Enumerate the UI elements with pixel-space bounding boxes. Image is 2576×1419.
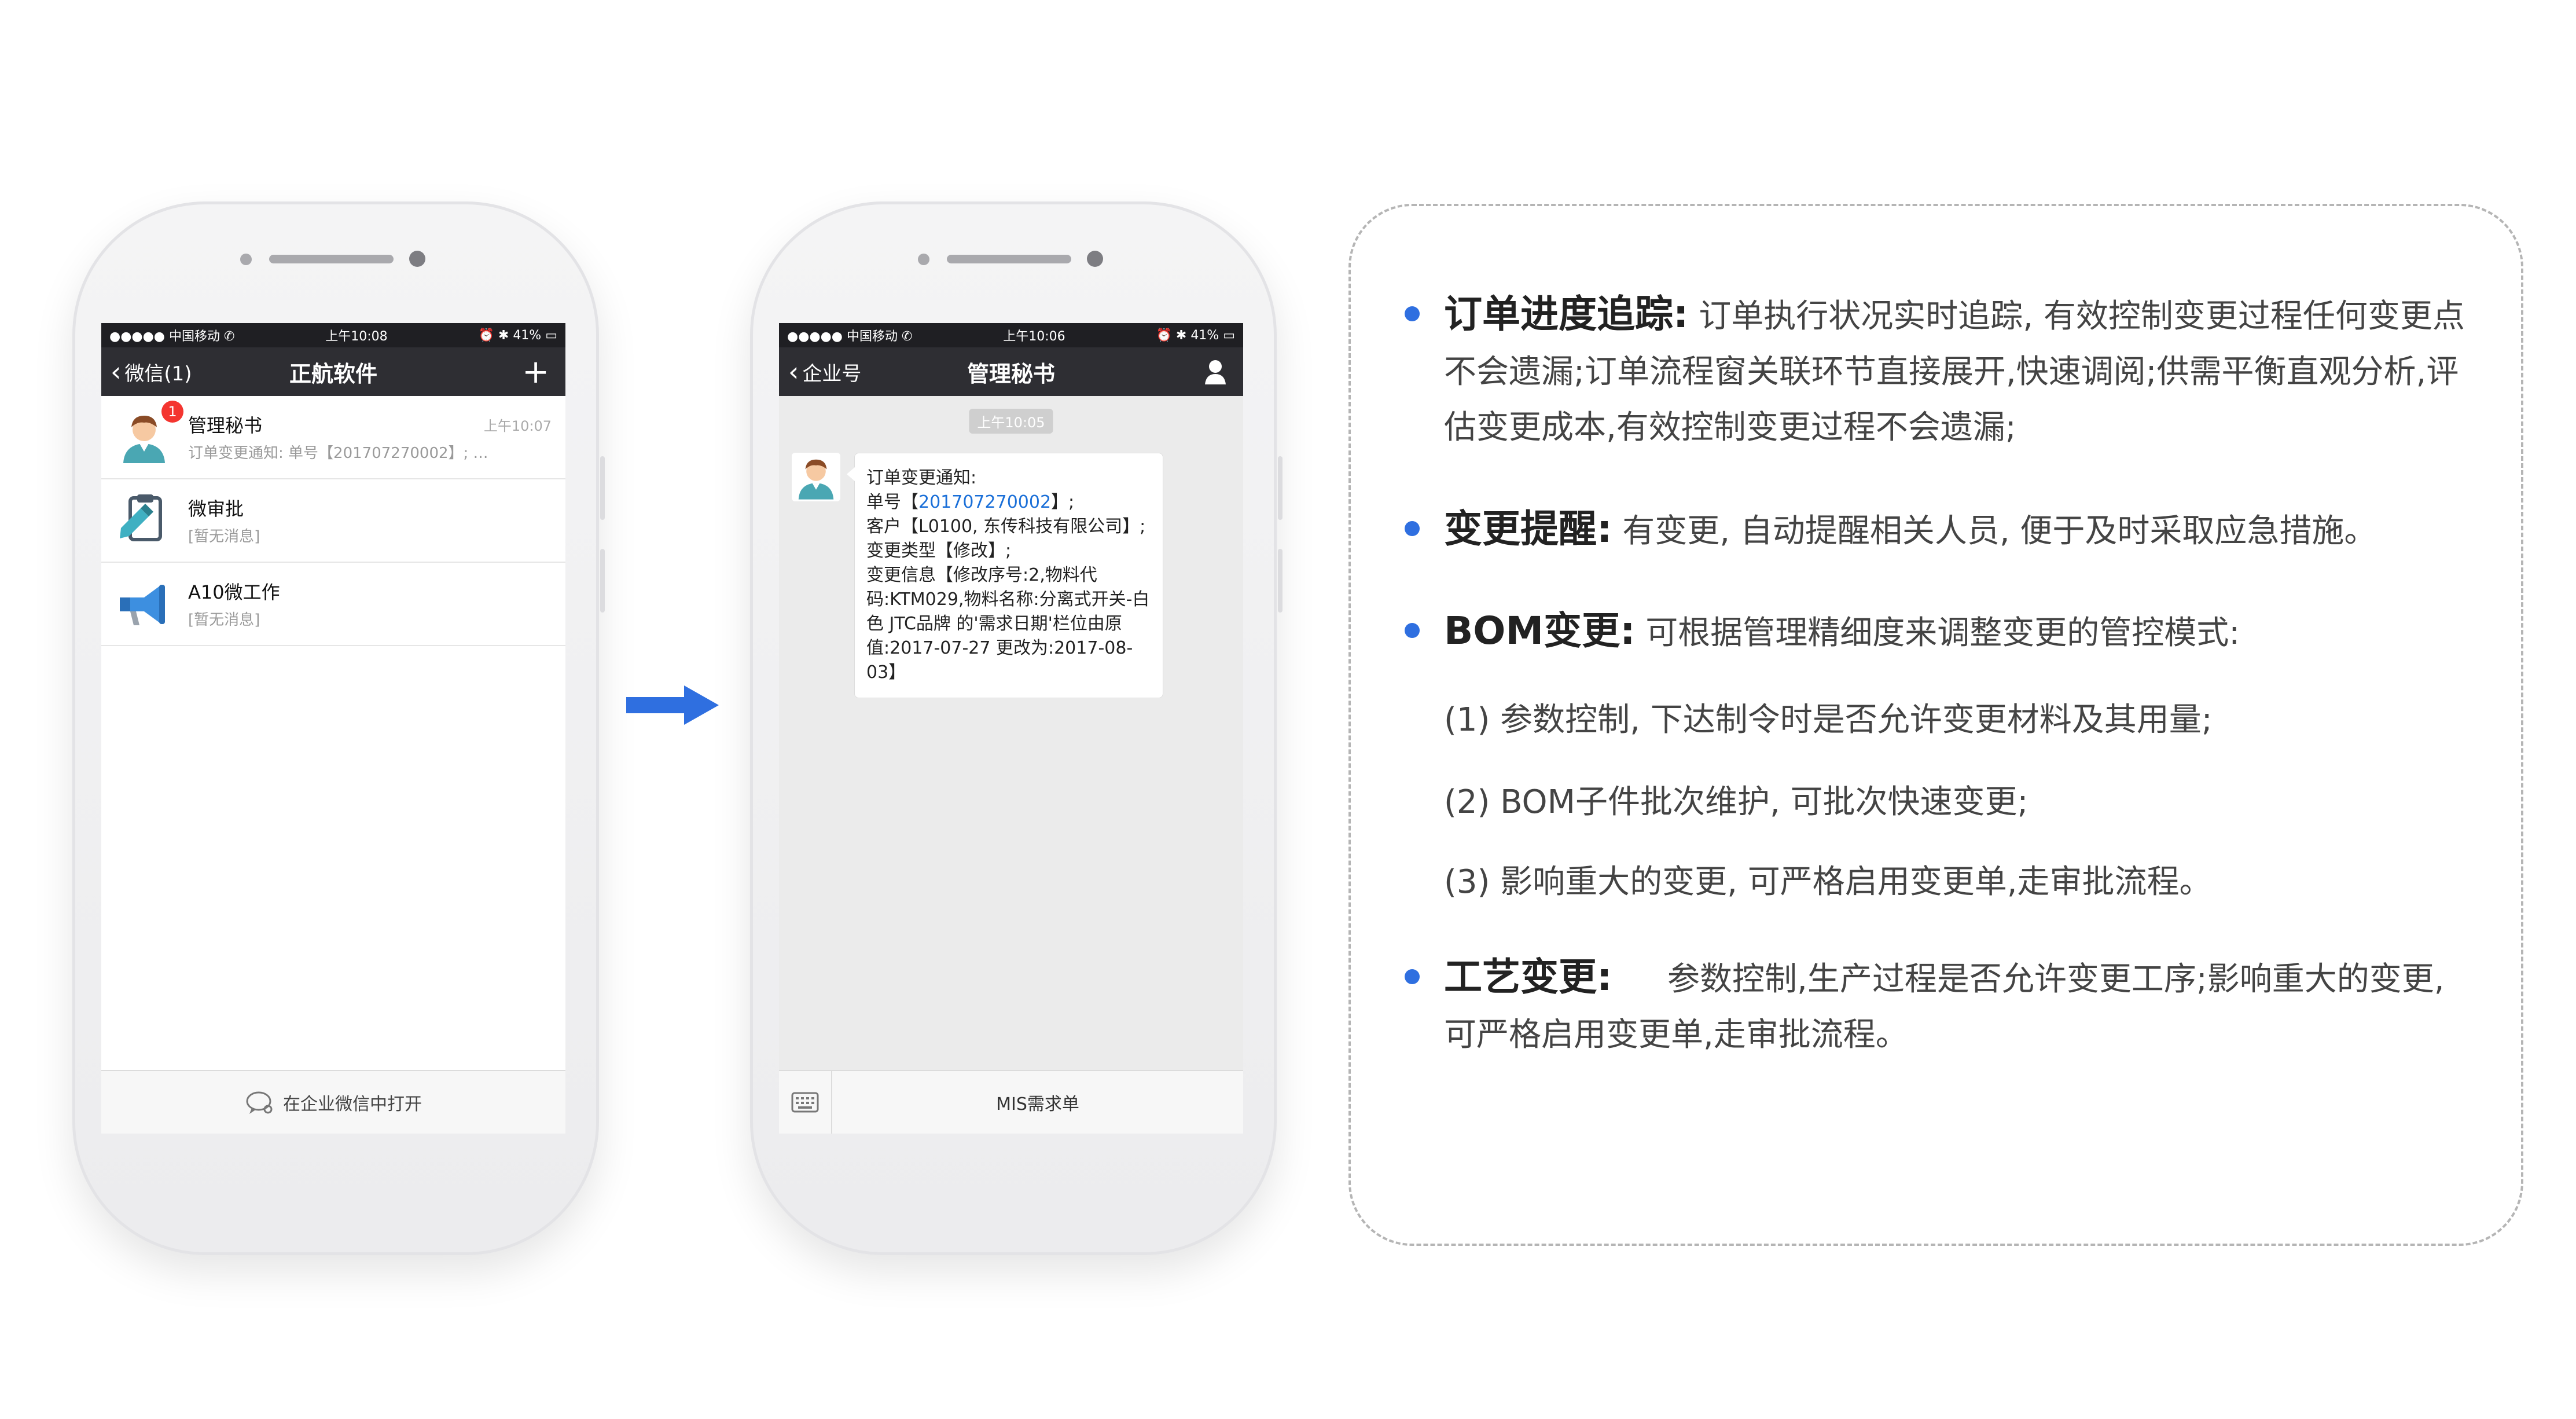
person-avatar-icon	[792, 453, 840, 501]
back-button[interactable]: ‹ 微信(1)	[111, 347, 192, 396]
side-button	[600, 549, 605, 613]
status-bar: ●●●●● 中国移动 ✆ 上午10:08 ⏰ ✱ 41% ▭	[101, 323, 565, 347]
phone-frame-left: ●●●●● 中国移动 ✆ 上午10:08 ⏰ ✱ 41% ▭ ‹ 微信(1) 正…	[72, 201, 605, 1255]
feature-label: 变更提醒:	[1444, 507, 1612, 551]
approval-pen-icon	[120, 494, 162, 541]
chat-time: 上午10:07	[483, 418, 552, 434]
chat-name: 微审批	[188, 498, 244, 520]
add-icon[interactable]: +	[522, 353, 549, 391]
message-line: 单号【201707270002】;	[866, 490, 1150, 515]
front-camera	[1087, 251, 1103, 267]
person-icon	[1205, 360, 1226, 384]
bom-subitem: (1) 参数控制, 下达制令时是否允许变更材料及其用量;	[1444, 701, 2213, 739]
input-bar: MIS需求单	[779, 1070, 1243, 1134]
chat-preview: 订单变更通知: 单号【201707270002】; …	[188, 445, 488, 462]
back-label: 企业号	[802, 362, 862, 386]
open-in-wework-button[interactable]: 在企业微信中打开	[101, 1070, 565, 1134]
feature-panel	[1348, 204, 2523, 1246]
order-prefix: 单号【	[866, 492, 918, 512]
bom-subitem: (2) BOM子件批次维护, 可批次快速变更;	[1444, 783, 2029, 821]
bullet-dot	[1405, 521, 1420, 536]
menu-item-mis-request[interactable]: MIS需求单	[996, 1094, 1079, 1114]
order-suffix: 】;	[1051, 492, 1075, 512]
carrier-label: ●●●●● 中国移动 ✆	[787, 329, 913, 344]
arrow-right-icon	[626, 685, 719, 725]
feature-text: 参数控制,生产过程是否允许变更工序;影响重大的变更, 可严格启用变更单,走审批流…	[1444, 960, 2445, 1054]
bullet-dot	[1405, 969, 1420, 984]
feature-text: 订单执行状况实时追踪, 有效控制变更过程任何变更点不会遗漏;订单流程窗关联环节直…	[1444, 298, 2465, 446]
chat-bubble-icon	[246, 1091, 273, 1114]
chevron-left-icon: ‹	[111, 356, 122, 387]
profile-button[interactable]	[1204, 347, 1227, 396]
feature-label: 订单进度追踪:	[1444, 292, 1689, 336]
message-bubble[interactable]: 订单变更通知: 单号【201707270002】; 客户【L0100, 东传科技…	[847, 453, 1163, 698]
battery-indicator: ⏰ ✱ 41% ▭	[478, 328, 558, 343]
feature-label: BOM变更:	[1444, 608, 1636, 653]
sender-avatar	[792, 453, 840, 501]
keyboard-toggle-button[interactable]	[779, 1071, 832, 1134]
unread-badge: 1	[161, 401, 183, 423]
bullet-dot	[1405, 623, 1420, 638]
carrier-label: ●●●●● 中国移动 ✆	[109, 329, 235, 344]
feature-text: 可根据管理精细度来调整变更的管控模式:	[1645, 614, 2240, 652]
chevron-left-icon: ‹	[788, 356, 799, 387]
chat-name: A10微工作	[188, 581, 280, 603]
list-item[interactable]: 1 管理秘书 订单变更通知: 单号【201707270002】; … 上午10:…	[101, 396, 565, 479]
chat-name: 管理秘书	[188, 415, 263, 437]
conversation-area: 上午10:05 订单变更通知: 单号【201707270002】; 客户【L01…	[779, 396, 1243, 1071]
battery-indicator: ⏰ ✱ 41% ▭	[1156, 328, 1236, 343]
page-title: 管理秘书	[967, 361, 1055, 387]
back-label: 微信(1)	[124, 362, 192, 386]
phone-screen: ●●●●● 中国移动 ✆ 上午10:06 ⏰ ✱ 41% ▭ ‹ 企业号 管理秘…	[779, 323, 1243, 1134]
phone-frame-right: ●●●●● 中国移动 ✆ 上午10:06 ⏰ ✱ 41% ▭ ‹ 企业号 管理秘…	[750, 201, 1283, 1255]
feature-text: 有变更, 自动提醒相关人员, 便于及时采取应急措施。	[1622, 512, 2377, 550]
page-title: 正航软件	[289, 361, 377, 387]
bottom-bar-label: 在企业微信中打开	[283, 1094, 422, 1114]
nav-bar: ‹ 微信(1) 正航软件 +	[101, 347, 565, 396]
chat-preview: [暂无消息]	[188, 528, 260, 545]
feature-bom-change: BOM变更: 可根据管理精细度来调整变更的管控模式:	[1405, 603, 2486, 661]
proximity-sensor	[918, 254, 929, 265]
status-bar: ●●●●● 中国移动 ✆ 上午10:06 ⏰ ✱ 41% ▭	[779, 323, 1243, 347]
list-item[interactable]: A10微工作 [暂无消息]	[101, 563, 565, 646]
phone-screen: ●●●●● 中国移动 ✆ 上午10:08 ⏰ ✱ 41% ▭ ‹ 微信(1) 正…	[101, 323, 565, 1134]
message-timestamp: 上午10:05	[969, 409, 1053, 434]
order-number-link[interactable]: 201707270002	[918, 492, 1052, 512]
bullet-dot	[1405, 306, 1420, 321]
side-button	[1278, 456, 1283, 520]
side-button	[1278, 549, 1283, 613]
side-button	[600, 456, 605, 520]
megaphone-icon	[120, 585, 165, 625]
proximity-sensor	[240, 254, 252, 265]
earpiece-speaker	[269, 255, 394, 263]
clock: 上午10:08	[325, 329, 388, 344]
front-camera	[409, 251, 425, 267]
feature-order-tracking: 订单进度追踪: 订单执行状况实时追踪, 有效控制变更过程任何变更点不会遗漏;订单…	[1405, 287, 2486, 456]
bom-subitem: (3) 影响重大的变更, 可严格启用变更单,走审批流程。	[1444, 863, 2212, 901]
message-line: 订单变更通知:	[866, 468, 977, 488]
feature-label: 工艺变更:	[1444, 955, 1612, 999]
nav-bar: ‹ 企业号 管理秘书	[779, 347, 1243, 396]
list-item[interactable]: 微审批 [暂无消息]	[101, 479, 565, 563]
message-line: 变更信息【修改序号:2,物料代码:KTM029,物料名称:分离式开关-白色 JT…	[866, 565, 1150, 683]
message-line: 客户【L0100, 东传科技有限公司】;	[866, 516, 1146, 537]
chat-list: 1 管理秘书 订单变更通知: 单号【201707270002】; … 上午10:…	[101, 396, 565, 646]
earpiece-speaker	[947, 255, 1071, 263]
feature-change-alert: 变更提醒: 有变更, 自动提醒相关人员, 便于及时采取应急措施。	[1405, 501, 2486, 559]
back-button[interactable]: ‹ 企业号	[788, 347, 861, 396]
clock: 上午10:06	[1003, 329, 1065, 344]
keyboard-icon	[791, 1092, 819, 1113]
feature-process-change: 工艺变更: 参数控制,生产过程是否允许变更工序;影响重大的变更, 可严格启用变更…	[1405, 949, 2486, 1063]
chat-preview: [暂无消息]	[188, 611, 260, 629]
message-line: 变更类型【修改】;	[866, 541, 1012, 561]
